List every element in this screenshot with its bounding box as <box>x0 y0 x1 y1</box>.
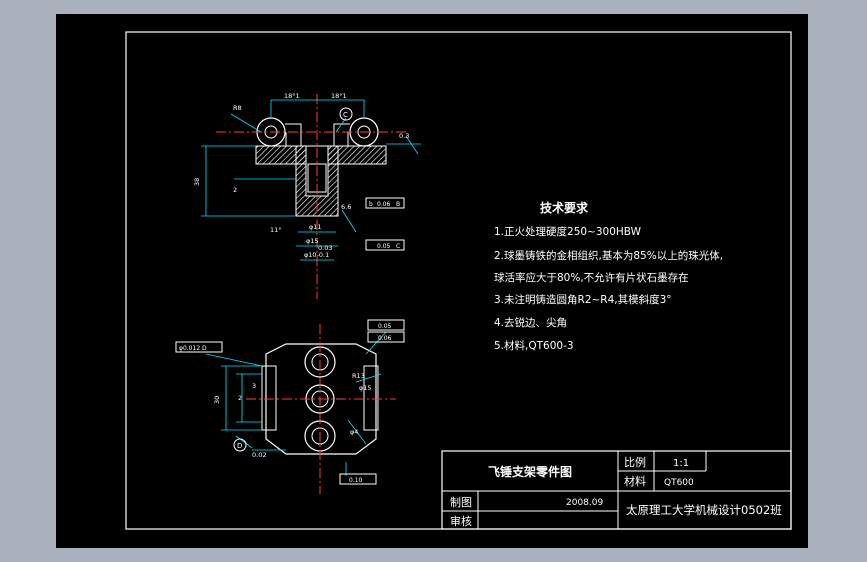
dim-d1: φ11 <box>309 223 322 231</box>
tol-box-b <box>365 197 405 209</box>
dim-d3: φ10-0.1 <box>304 251 329 259</box>
dim-radius: R13 <box>352 372 365 380</box>
drawn-label: 制图 <box>450 496 472 509</box>
tol-box-para-value: 0.06 <box>378 335 392 342</box>
drawing-frame <box>125 31 792 530</box>
plan-left-arm <box>261 365 277 431</box>
dim-bottom-b: 3 <box>252 382 256 390</box>
tol-box-b-symbol: b <box>369 201 373 208</box>
dim-top-width-1: 18°1 <box>284 92 300 100</box>
plan-view: 30 2 3 0.02 R13 φ4 φ15 D 0.05 0.06 φ0.01… <box>175 319 405 494</box>
dim-inner: 6.6 <box>341 203 351 211</box>
tol-box-concentric-value: φ0.012 D <box>179 345 207 352</box>
tol-box-c <box>365 239 405 251</box>
tol-box-c-value: 0.05 <box>377 243 391 250</box>
dim-tol-pos: 0.03 <box>318 244 332 252</box>
section-view: R8 18°1 18°1 0.3 38 2 11° 6.6 φ11 φ15 φ1… <box>193 92 421 299</box>
tol-box-perp-value: 0.10 <box>349 477 363 484</box>
dim-top-width-2: 18°1 <box>331 92 347 100</box>
plan-outline <box>265 343 377 455</box>
tech-item-4: 4.去锐边、尖角 <box>494 316 567 329</box>
dim-d2: φ15 <box>306 237 319 245</box>
dim-left-height: 38 <box>193 178 201 186</box>
scale-label: 比例 <box>624 455 646 469</box>
callout-c: C <box>343 111 348 119</box>
drawing-canvas: R8 18°1 18°1 0.3 38 2 11° 6.6 φ11 φ15 φ1… <box>125 31 792 530</box>
material-label: 材料 <box>624 474 646 488</box>
title-block <box>441 450 792 530</box>
tech-item-2b: 球活率应大于80%,不允许有片状石墨存在 <box>494 271 689 284</box>
tol-box-perp <box>339 473 377 485</box>
material-value: QT600 <box>664 478 694 488</box>
callout-c-circle <box>339 107 353 121</box>
tol-box-b-value: 0.06 <box>377 201 391 208</box>
tech-item-1: 1.正火处理硬度250~300HBW <box>494 225 642 238</box>
dim-dia-r: φ15 <box>359 384 372 392</box>
tech-item-3: 3.未注明铸造圆角R2~R4,其模斜度3° <box>494 293 672 306</box>
dim-dia-small: φ4 <box>350 428 358 436</box>
tech-item-2: 2.球墨铸铁的金相组织,基本为85%以上的珠光体, <box>494 249 723 262</box>
tol-box-flat-value: 0.05 <box>378 323 392 330</box>
tol-box-b-ref: B <box>396 201 400 208</box>
part-name: 飞锤支架零件图 <box>488 464 572 479</box>
check-label: 审核 <box>450 514 472 528</box>
dim-left-small: 2 <box>233 186 237 194</box>
scale-value: 1:1 <box>673 458 689 469</box>
lug-web <box>285 123 350 146</box>
tol-box-flat <box>367 319 405 331</box>
dim-right-tol: 0.3 <box>399 132 409 140</box>
tech-heading: 技术要求 <box>540 200 589 215</box>
tech-requirements: 技术要求 1.正火处理硬度250~300HBW 2.球墨铸铁的金相组织,基本为8… <box>494 200 723 352</box>
tech-item-5: 5.材料,QT600-3 <box>494 339 574 352</box>
dim-bottom-d2: 0.02 <box>252 451 266 459</box>
datum-d-circle <box>233 438 247 452</box>
tol-box-c-ref: C <box>396 243 400 250</box>
dim-angle: 11° <box>270 226 282 234</box>
school-name: 太原理工大学机械设计0502班 <box>626 503 782 517</box>
drawing-viewport[interactable]: R8 18°1 18°1 0.3 38 2 11° 6.6 φ11 φ15 φ1… <box>56 14 808 548</box>
tol-box-para <box>367 331 405 343</box>
plan-right-arm <box>363 365 379 431</box>
tol-box-concentric <box>175 341 223 353</box>
dim-bottom-s: 2 <box>238 394 242 402</box>
drawn-date: 2008.09 <box>566 498 603 508</box>
dim-bottom-height: 30 <box>213 396 221 404</box>
datum-d: D <box>237 442 242 450</box>
dim-r8: R8 <box>233 104 242 112</box>
